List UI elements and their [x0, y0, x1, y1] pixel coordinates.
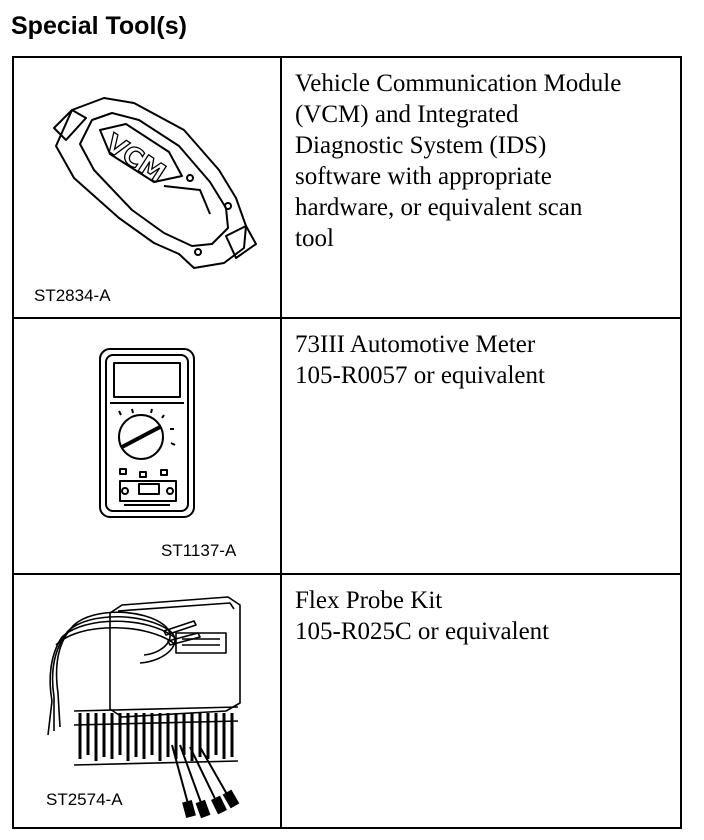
description-line: tool: [295, 225, 334, 252]
description-line: software with appropriate: [295, 163, 552, 190]
tool-description-automotive-meter: 73III Automotive Meter 105-R0057 or equi…: [282, 319, 680, 573]
special-tools-table: VCM ST2834-A Vehicle Communication Modul…: [12, 56, 682, 829]
description-line: (VCM) and Integrated: [295, 101, 519, 128]
tool-description-vcm: Vehicle Communication Module (VCM) and I…: [282, 58, 680, 317]
description-line: hardware, or equivalent scan: [295, 194, 583, 221]
description-line: Diagnostic System (IDS): [295, 132, 547, 159]
tool-row-vcm: VCM ST2834-A Vehicle Communication Modul…: [14, 58, 680, 319]
multimeter-illustration: [99, 348, 195, 518]
figure-id-st2834a: ST2834-A: [34, 286, 111, 305]
vcm-device-label: VCM: [100, 129, 171, 190]
description-line: 105-R025C or equivalent: [295, 618, 550, 645]
figure-id-st2574a: ST2574-A: [46, 790, 123, 809]
description-line: 73III Automotive Meter: [295, 331, 536, 358]
description-line: 105-R0057 or equivalent: [295, 362, 545, 389]
tool-illustration-cell: ST2574-A: [14, 575, 282, 827]
tool-row-automotive-meter: ST1137-A 73III Automotive Meter 105-R005…: [14, 319, 680, 575]
tool-description-flex-probe-kit: Flex Probe Kit 105-R025C or equivalent: [282, 575, 680, 827]
tool-illustration-cell: VCM ST2834-A: [14, 58, 282, 317]
tool-row-flex-probe-kit: ST2574-A Flex Probe Kit 105-R025C or equ…: [14, 575, 680, 827]
figure-id-st1137a: ST1137-A: [161, 541, 237, 560]
special-tools-heading: Special Tool(s): [11, 12, 187, 40]
description-line: Flex Probe Kit: [295, 587, 443, 614]
tool-illustration-cell: ST1137-A: [14, 319, 282, 573]
description-line: Vehicle Communication Module: [295, 70, 622, 97]
flex-probe-kit-illustration: [47, 596, 241, 819]
vcm-module-illustration: VCM: [53, 97, 257, 269]
